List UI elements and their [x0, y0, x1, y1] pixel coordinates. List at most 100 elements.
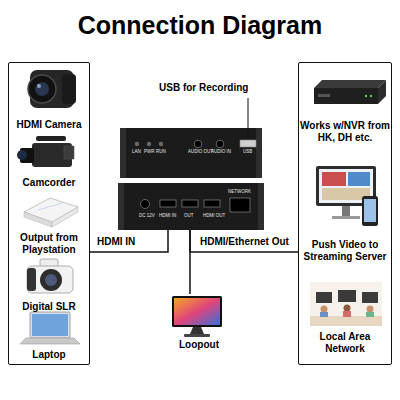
- console-icon: [24, 198, 78, 227]
- camcorder-icon-part: [64, 146, 74, 159]
- hdmi-camera-icon-part: [35, 82, 49, 96]
- node-label: Local Area Network: [300, 331, 390, 355]
- streaming-icon: [316, 166, 378, 226]
- office-icon-part: [321, 306, 328, 313]
- port-label: NETWORK: [228, 190, 251, 195]
- node-label: Laptop: [10, 349, 88, 361]
- encoder-device-part: [118, 183, 264, 230]
- output-panel: Works w/NVR from HK, DH etc. Push Video t…: [298, 62, 392, 365]
- laptop-icon-part: [20, 338, 80, 344]
- encoder-device-part: [258, 183, 264, 230]
- node-label: HDMI Camera: [10, 119, 88, 131]
- office-icon-part: [344, 305, 351, 312]
- encoder-device-part: [194, 140, 202, 148]
- callout-label: USB for Recording: [158, 82, 249, 94]
- node-label: Output from Playstation: [10, 232, 88, 256]
- laptop-icon-part: [32, 314, 68, 336]
- dslr-icon: [27, 259, 73, 293]
- encoder-device-part: [216, 140, 224, 148]
- monitor-icon: [172, 296, 222, 337]
- laptop-icon: [20, 312, 80, 344]
- encoder-box: LANPWRRUN AUDIO OUTAUDIO IN USB DC 12V HDMI …: [118, 128, 264, 230]
- nvr-icon-part: [365, 95, 367, 97]
- console-icon-part: [24, 212, 52, 227]
- nvr-icon-part: [318, 94, 330, 97]
- encoder-device-part: [230, 198, 250, 212]
- office-icon: [310, 282, 382, 326]
- port-label: AUDIO IN: [211, 150, 231, 155]
- port-label: DC 12V: [139, 214, 155, 219]
- camcorder-icon-part: [36, 136, 66, 141]
- console-icon-part: [52, 207, 78, 227]
- source-panel: HDMI CameraCamcorderOutput from Playstat…: [8, 62, 90, 365]
- office-icon-part: [362, 292, 378, 303]
- camcorder-icon: [17, 136, 74, 167]
- encoder-device-part: [160, 200, 176, 207]
- nvr-icon-part: [370, 95, 372, 97]
- encoder-device-part: [120, 128, 262, 178]
- office-icon-part: [343, 311, 351, 317]
- office-icon-part: [316, 292, 332, 303]
- dslr-icon-part: [27, 268, 36, 291]
- monitor-icon-part: [190, 327, 204, 334]
- port-label: LAN: [132, 150, 141, 155]
- node-label: Loopout: [162, 339, 236, 351]
- node-label: Digital SLR: [10, 301, 88, 313]
- nvr-icon-part: [314, 80, 386, 88]
- node-label: Camcorder: [10, 177, 88, 189]
- office-icon-part: [310, 282, 382, 326]
- node-label: Push Video to Streaming Server: [300, 239, 390, 263]
- cable-line: [189, 230, 191, 294]
- hdmi-camera-icon: [28, 70, 76, 108]
- hdmi-camera-icon-part: [37, 84, 41, 88]
- monitor-icon-part: [172, 296, 222, 327]
- office-icon-part: [310, 316, 382, 326]
- encoder-device-part: [120, 128, 126, 178]
- monitor-icon-part: [174, 298, 220, 325]
- node-label: Works w/NVR from HK, DH etc.: [300, 120, 390, 144]
- encoder-device-part: [159, 142, 163, 146]
- port-label: OUT: [184, 214, 194, 219]
- office-icon-part: [338, 290, 356, 302]
- dslr-icon-part: [45, 274, 57, 286]
- hdmi-camera-icon-part: [28, 75, 56, 103]
- encoder-device-part: [135, 142, 139, 146]
- encoder-device-part: [240, 140, 256, 147]
- dslr-icon-part: [27, 266, 73, 293]
- leader-line: [248, 98, 249, 137]
- port-label: HDMI IN: [159, 214, 176, 219]
- diagram-title: Connection Diagram: [0, 10, 400, 40]
- loopout-monitor: Loopout: [160, 294, 234, 355]
- streaming-icon-part: [332, 216, 360, 219]
- laptop-icon-part: [30, 312, 70, 338]
- port-label: AUDIO OUT: [188, 150, 213, 155]
- office-icon-part: [366, 312, 374, 317]
- encoder-device-part: [204, 200, 220, 207]
- streaming-icon-part: [364, 199, 376, 222]
- encoder-device-part: [256, 128, 262, 178]
- streaming-icon-part: [342, 206, 350, 216]
- streaming-icon-part: [322, 172, 346, 186]
- office-icon-part: [367, 306, 374, 313]
- port-label: RUN: [156, 150, 166, 155]
- monitor-icon-part: [184, 334, 210, 337]
- camcorder-icon-part: [17, 150, 27, 160]
- office-icon-part: [320, 312, 328, 317]
- edge-label: HDMI IN: [96, 236, 136, 248]
- nvr-icon: [314, 80, 386, 104]
- streaming-icon-part: [362, 196, 378, 226]
- encoder-device-part: [118, 183, 124, 230]
- port-label: PWR: [144, 150, 155, 155]
- edge-label: HDMI/Ethernet Out: [199, 236, 290, 248]
- nvr-icon-part: [314, 88, 378, 104]
- cable-line: [190, 230, 298, 252]
- nvr-icon-part: [378, 80, 386, 104]
- dslr-icon-part: [40, 269, 62, 291]
- console-icon-part: [38, 203, 62, 210]
- encoder-device-part: [182, 200, 198, 207]
- hdmi-camera-icon-part: [62, 74, 76, 104]
- encoder-device: [118, 128, 264, 230]
- port-label: USB: [243, 150, 252, 155]
- streaming-icon-part: [348, 172, 370, 186]
